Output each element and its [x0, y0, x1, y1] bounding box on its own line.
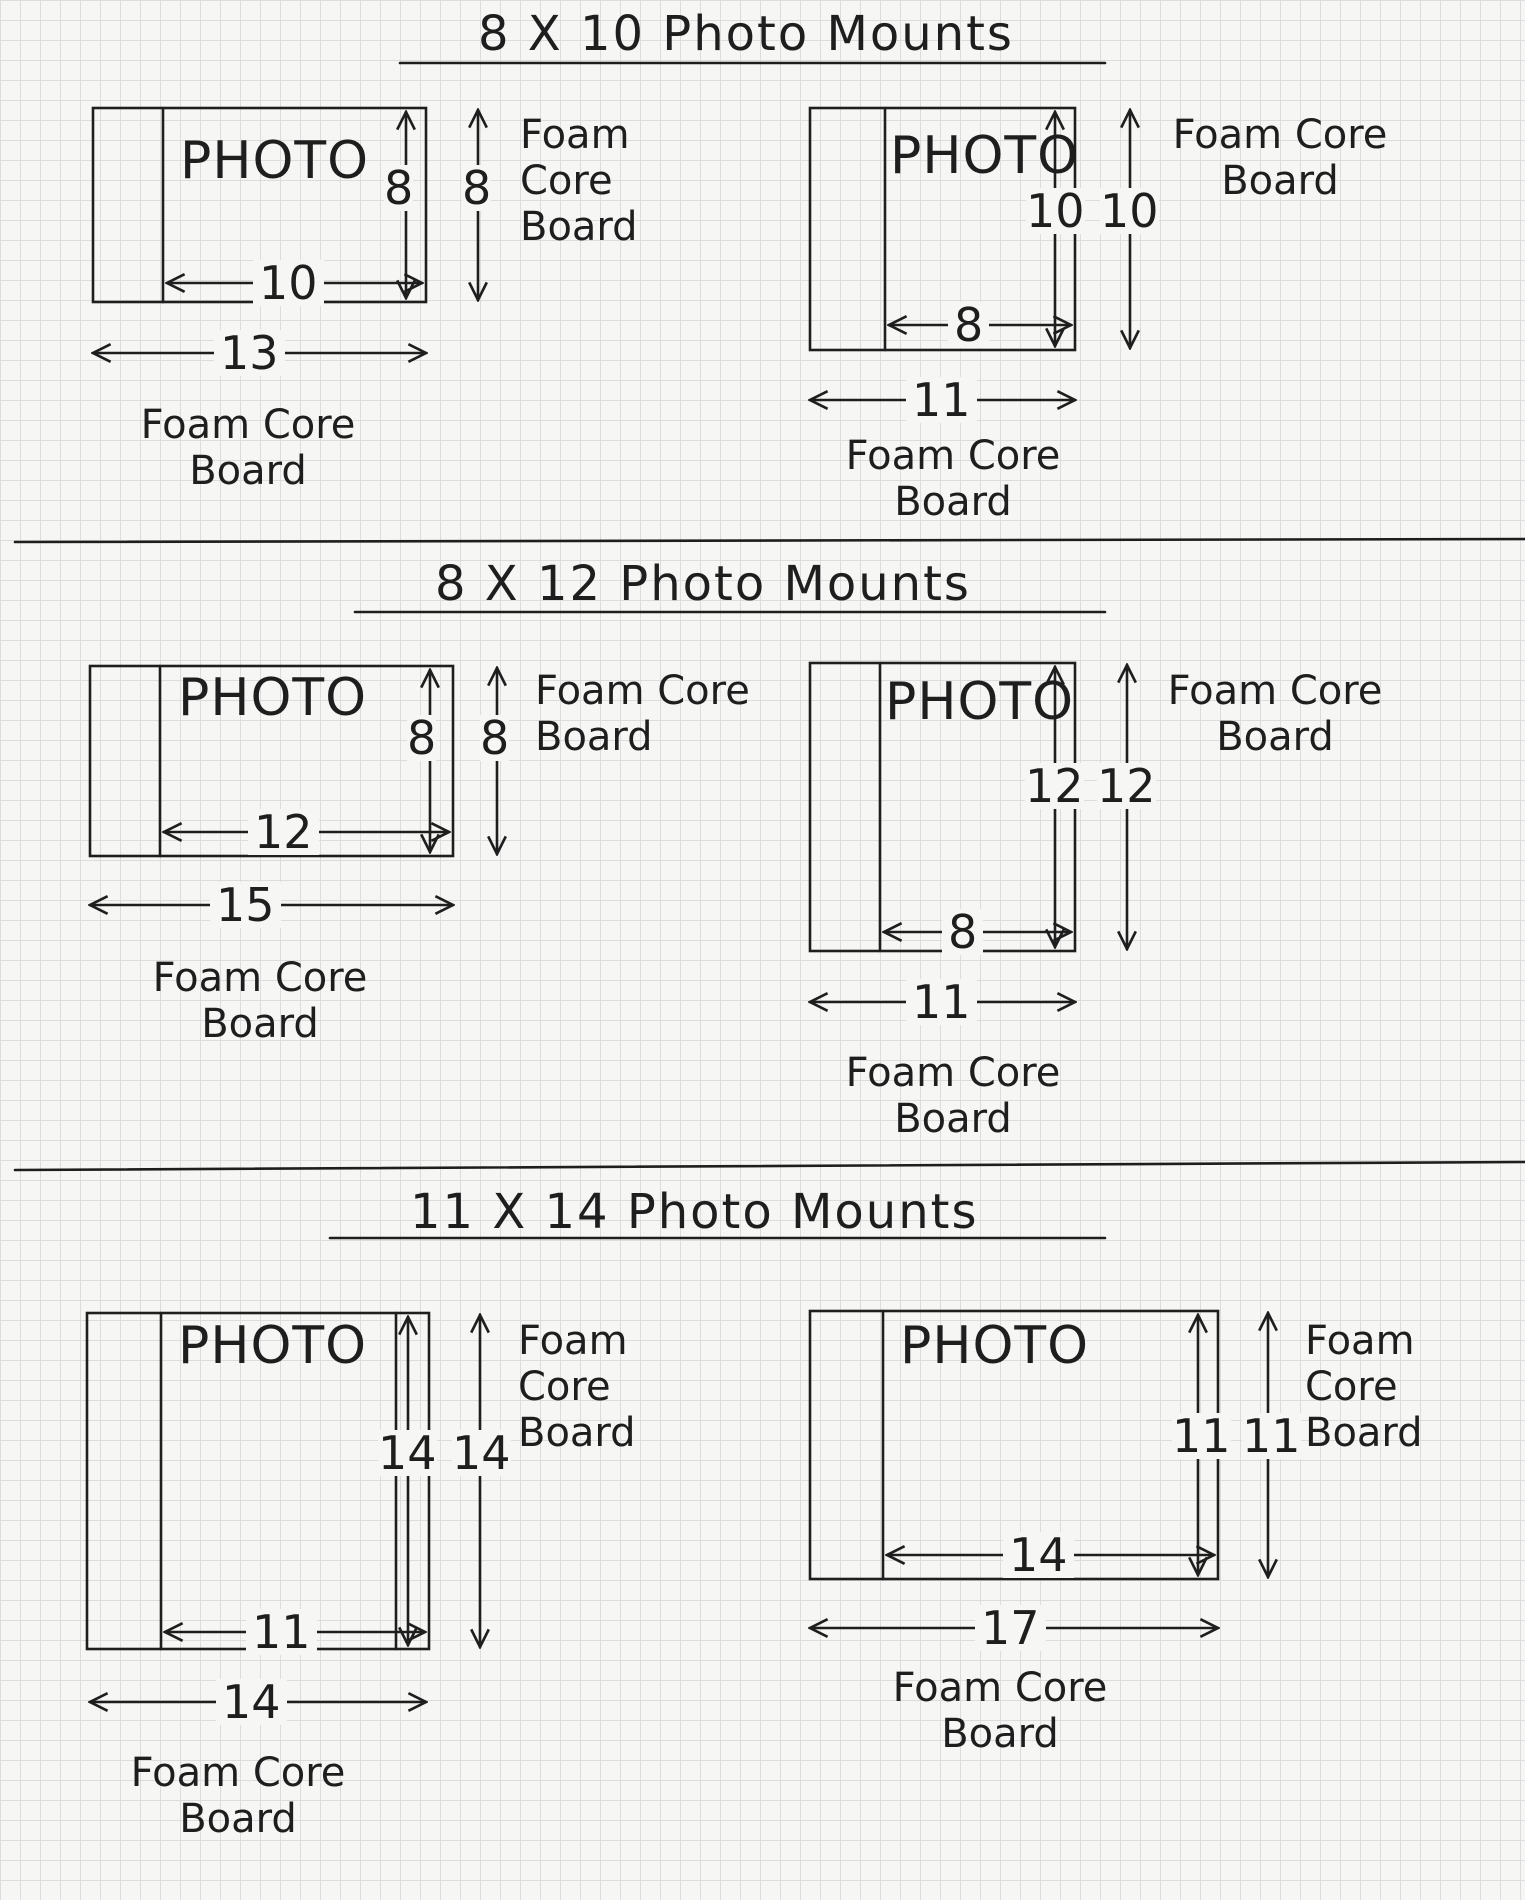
board-label: Foam Core Board — [535, 668, 750, 760]
section-title: 11 X 14 Photo Mounts — [410, 1184, 979, 1240]
section-divider — [13, 537, 1525, 544]
board-label: Foam Core Board — [140, 402, 356, 494]
section-title: 8 X 12 Photo Mounts — [435, 556, 971, 612]
photo-height-value: 12 — [1025, 759, 1084, 813]
board-height-value: 12 — [1097, 759, 1156, 813]
board-height-value: 10 — [1100, 184, 1159, 238]
section-title: 8 X 10 Photo Mounts — [478, 6, 1014, 62]
photo-height-value: 8 — [407, 711, 437, 765]
photo-height-value: 11 — [1172, 1409, 1231, 1463]
board-height-value: 14 — [452, 1426, 511, 1480]
photo-label: PHOTO — [885, 672, 1075, 732]
board-label: Foam Core Board — [1305, 1318, 1423, 1456]
photo-width-value: 8 — [948, 302, 990, 348]
photo-width-value: 14 — [1003, 1532, 1074, 1578]
board-width-value: 11 — [906, 979, 977, 1025]
board-width-value: 17 — [975, 1605, 1046, 1651]
photo-width-value: 11 — [246, 1609, 317, 1655]
photo-label: PHOTO — [180, 131, 370, 191]
board-label: Foam Core Board — [130, 1750, 346, 1842]
board-height-value: 8 — [462, 161, 492, 215]
photo-label: PHOTO — [900, 1316, 1090, 1376]
board-width-value: 11 — [906, 377, 977, 423]
photo-width-value: 10 — [253, 260, 324, 306]
board-height-value: 8 — [480, 711, 510, 765]
board-label: Foam Core Board — [518, 1318, 636, 1456]
board-width-value: 14 — [216, 1679, 287, 1725]
board-label: Foam Core Board — [1172, 112, 1388, 204]
photo-height-value: 14 — [378, 1426, 437, 1480]
board-label: Foam Core Board — [845, 1050, 1061, 1142]
board-label: Foam Core Board — [520, 112, 638, 250]
board-label: Foam Core Board — [1167, 668, 1383, 760]
board-width-value: 13 — [214, 330, 285, 376]
photo-width-value: 12 — [248, 809, 319, 855]
photo-width-value: 8 — [942, 909, 984, 955]
photo-label: PHOTO — [890, 126, 1080, 186]
foam-board-outline — [88, 664, 455, 858]
board-label: Foam Core Board — [845, 433, 1061, 525]
photo-height-value: 10 — [1026, 184, 1085, 238]
board-width-value: 15 — [210, 882, 281, 928]
section-divider — [13, 1160, 1525, 1172]
photo-height-value: 8 — [384, 161, 414, 215]
board-label: Foam Core Board — [892, 1665, 1108, 1757]
board-height-value: 11 — [1242, 1409, 1301, 1463]
board-label: Foam Core Board — [152, 955, 368, 1047]
photo-label: PHOTO — [178, 1316, 368, 1376]
photo-label: PHOTO — [178, 668, 368, 728]
